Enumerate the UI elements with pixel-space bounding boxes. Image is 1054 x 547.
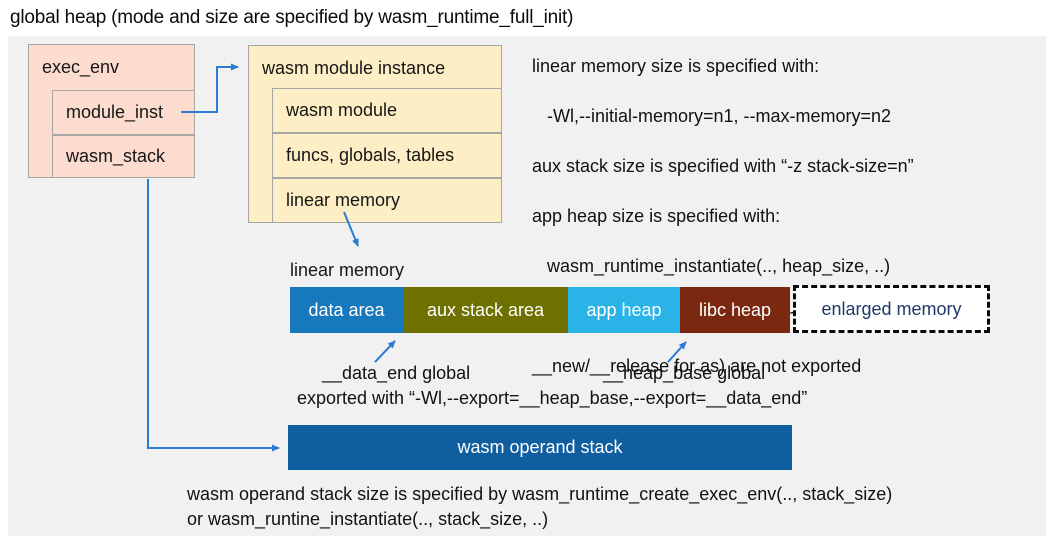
segment-libc-heap: libc heap [680,287,790,333]
note-line-1: linear memory size is specified with: [532,56,820,76]
linear-memory-cell-label: linear memory [286,190,401,210]
export-note: exported with “-Wl,--export=__heap_base,… [297,388,808,408]
wasm-module-label: wasm module [286,100,398,120]
row-funcs-globals-tables: funcs, globals, tables [272,133,502,178]
operand-note-line-2: or wasm_runtine_instantiate(.., stack_si… [187,509,549,529]
segment-app-heap: app heap [568,287,680,333]
note-line-5: wasm_runtime_instantiate(.., heap_size, … [532,256,891,276]
linear-memory-bar-label: linear memory [290,260,405,280]
segment-enlarged-memory: enlarged memory [793,285,990,333]
note-line-2: -Wl,--initial-memory=n1, --max-memory=n2 [532,106,892,126]
wasm-operand-stack-bar: wasm operand stack [288,425,792,470]
data-area-label: data area [308,299,385,320]
app-heap-label: app heap [586,299,662,320]
exec-env-row-module-inst: module_inst [52,90,195,135]
page-title: global heap (mode and size are specified… [10,7,574,28]
aux-stack-area-label: aux stack area [426,299,545,320]
operand-stack-notes: wasm operand stack size is specified by … [187,482,892,532]
row-linear-memory: linear memory [272,178,502,223]
wasm-module-instance-title: wasm module instance [262,58,446,78]
memory-size-notes: linear memory size is specified with: -W… [532,54,1044,379]
data-end-global-label: __data_end global [322,363,471,383]
row-wasm-module: wasm module [272,88,502,133]
note-line-3: aux stack size is specified with “-z sta… [532,156,914,176]
wasm-operand-stack-label: wasm operand stack [457,437,623,457]
segment-aux-stack-area: aux stack area [403,287,568,333]
segment-data-area: data area [290,287,403,333]
operand-note-line-1: wasm operand stack size is specified by … [187,484,893,504]
funcs-globals-tables-label: funcs, globals, tables [286,145,455,165]
linear-memory-bar: data area aux stack area app heap libc h… [290,287,790,333]
note-line-4: app heap size is specified with: [532,206,781,226]
wasm-stack-label: wasm_stack [66,146,166,166]
note-line-7: __new/__release for as) are not exported [532,356,862,376]
module-inst-label: module_inst [66,102,164,122]
exec-env-row-wasm-stack: wasm_stack [52,135,195,178]
libc-heap-label: libc heap [698,299,772,320]
exec-env-title: exec_env [42,57,120,77]
enlarged-memory-label: enlarged memory [821,298,962,319]
heap-base-global-label: __heap_base global [603,363,766,383]
